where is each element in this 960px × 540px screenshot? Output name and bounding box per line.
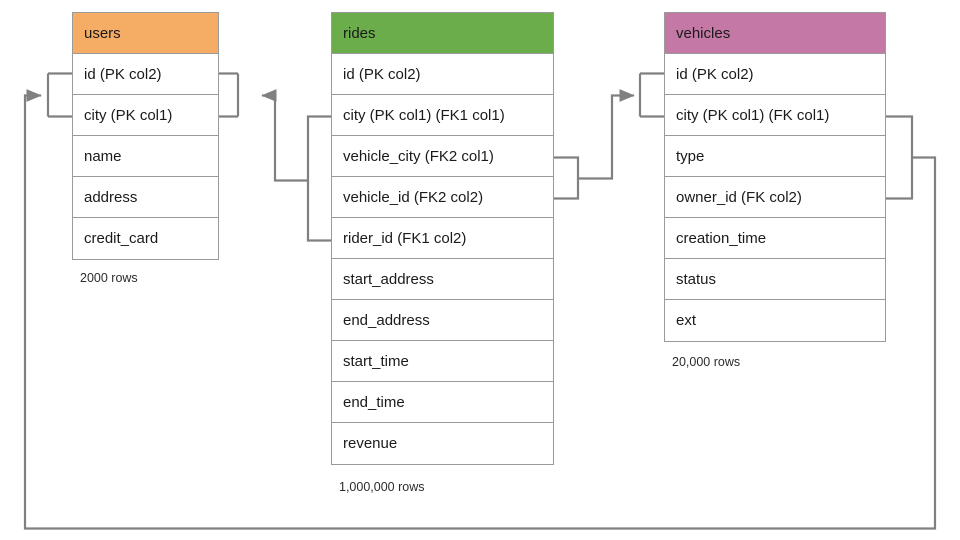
field-rides-rider-id[interactable]: rider_id (FK1 col2)	[332, 218, 553, 259]
entity-users-header: users	[73, 13, 218, 54]
field-users-credit-card[interactable]: credit_card	[73, 218, 218, 259]
field-vehicles-city[interactable]: city (PK col1) (FK col1)	[665, 95, 885, 136]
field-vehicles-ext[interactable]: ext	[665, 300, 885, 341]
entity-rides[interactable]: rides id (PK col2) city (PK col1) (FK1 c…	[331, 12, 554, 465]
entity-rides-header: rides	[332, 13, 553, 54]
field-rides-start-address[interactable]: start_address	[332, 259, 553, 300]
row-count-rides: 1,000,000 rows	[339, 480, 425, 494]
field-vehicles-owner-id[interactable]: owner_id (FK col2)	[665, 177, 885, 218]
row-count-users: 2000 rows	[80, 271, 138, 285]
field-rides-end-address[interactable]: end_address	[332, 300, 553, 341]
field-rides-end-time[interactable]: end_time	[332, 382, 553, 423]
field-rides-vehicle-id[interactable]: vehicle_id (FK2 col2)	[332, 177, 553, 218]
field-rides-id[interactable]: id (PK col2)	[332, 54, 553, 95]
field-vehicles-status[interactable]: status	[665, 259, 885, 300]
field-rides-vehicle-city[interactable]: vehicle_city (FK2 col1)	[332, 136, 553, 177]
entity-rides-title: rides	[343, 25, 376, 42]
field-rides-start-time[interactable]: start_time	[332, 341, 553, 382]
field-vehicles-type[interactable]: type	[665, 136, 885, 177]
relationship-rides-fk1-users	[219, 72, 331, 242]
row-count-vehicles: 20,000 rows	[672, 355, 741, 369]
field-rides-revenue[interactable]: revenue	[332, 423, 553, 464]
entity-vehicles[interactable]: vehicles id (PK col2) city (PK col1) (FK…	[664, 12, 886, 342]
field-users-id[interactable]: id (PK col2)	[73, 54, 218, 95]
field-users-name[interactable]: name	[73, 136, 218, 177]
field-vehicles-id[interactable]: id (PK col2)	[665, 54, 885, 95]
entity-vehicles-header: vehicles	[665, 13, 885, 54]
entity-users[interactable]: users id (PK col2) city (PK col1) name a…	[72, 12, 219, 260]
field-vehicles-creation-time[interactable]: creation_time	[665, 218, 885, 259]
entity-vehicles-title: vehicles	[676, 25, 731, 42]
field-users-city[interactable]: city (PK col1)	[73, 95, 218, 136]
field-users-address[interactable]: address	[73, 177, 218, 218]
field-rides-city[interactable]: city (PK col1) (FK1 col1)	[332, 95, 553, 136]
relationship-rides-fk2-vehicles	[554, 72, 664, 200]
entity-users-title: users	[84, 25, 121, 42]
